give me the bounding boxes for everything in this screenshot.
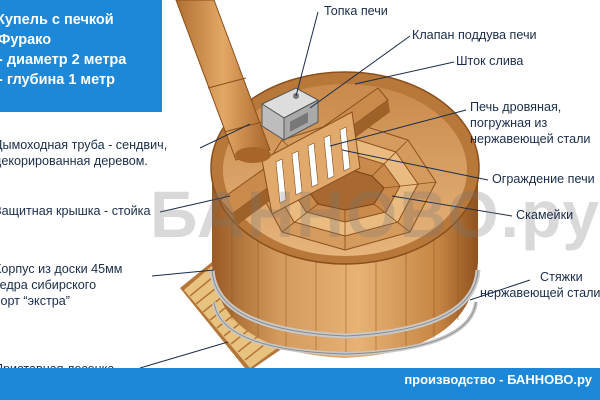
label-body-line3: сорт “экстра” [0,294,70,308]
intro-diameter: - диаметр 2 метра [0,52,127,68]
label-benches: Скамейки [516,208,574,222]
label-stove-guard: Ограждение печи [492,172,595,186]
stove-guard-drawing [261,111,361,215]
label-ties-line2: нержавеющей стали [480,286,600,300]
label-stove-line2: погружная из [470,116,548,130]
label-firebox: Топка печи [324,4,388,18]
label-drain-rod: Шток слива [456,54,524,68]
intro-depth: - глубина 1 метр [0,72,115,88]
intro-title: Купель с печкой [0,12,114,28]
chimney-drawing [175,0,271,163]
label-ties-line1: Стяжки [540,270,583,284]
leader-lines [139,11,531,369]
label-stove-line1: Печь дровяная, [470,100,562,114]
label-lid: Защитная крышка - стойка [0,204,151,218]
footer-bar: производство - БАННОВО.ру [0,368,600,400]
watermark: БАННОВО.ру [150,177,600,251]
intro-model: Фурако [0,32,52,48]
label-body-line2: кедра сибирского [0,278,97,292]
label-chimney-line2: декорированная деревом. [0,154,148,168]
intro-panel: Купель с печкой Фурако - диаметр 2 метра… [0,0,162,112]
label-body-line1: Корпус из доски 45мм [0,262,123,276]
label-chimney-line1: Дымоходная труба - сендвич, [0,138,168,152]
footer-credit: производство - БАННОВО.ру [404,372,592,387]
label-air-valve: Клапан поддува печи [412,28,537,42]
stove-drawing [260,87,320,141]
label-stove-line3: нержавеющей стали [470,132,591,146]
